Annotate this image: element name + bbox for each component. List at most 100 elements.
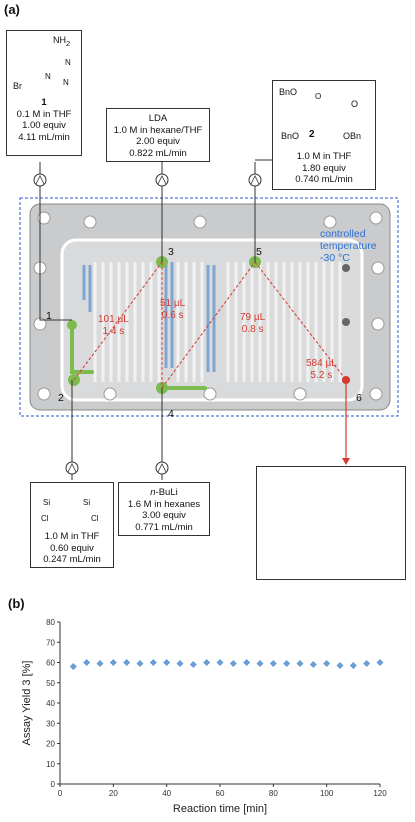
ring-n-label: N	[65, 58, 71, 67]
ketone-o-label: O	[351, 99, 359, 109]
meander-channels	[93, 262, 342, 382]
data-point	[176, 659, 184, 668]
x-tick-label: 100	[320, 789, 334, 798]
ring-o-label: O	[315, 92, 322, 101]
reagent-concentration: 0.1 M in THF	[16, 108, 72, 120]
data-point	[109, 658, 117, 667]
y-tick-label: 80	[46, 618, 55, 627]
reagent-concentration: 1.0 M in THF	[44, 531, 100, 542]
reagent-box-nbuli: n-BuLi 1.6 M in hexanes 3.00 equiv 0.771…	[118, 482, 210, 536]
data-point	[296, 659, 304, 668]
reagent-equiv: 0.60 equiv	[50, 542, 94, 554]
x-tick-label: 60	[216, 789, 225, 798]
data-point	[83, 658, 91, 667]
y-tick-label: 50	[46, 679, 55, 688]
data-point	[216, 658, 224, 667]
x-tick-label: 40	[162, 789, 171, 798]
reagent-flow-rate: 0.740 mL/min	[295, 174, 353, 185]
x-tick-label: 20	[109, 789, 118, 798]
port-number-2: 2	[58, 392, 64, 404]
reagent-concentration: 1.6 M in hexanes	[127, 498, 201, 510]
data-point	[309, 660, 317, 669]
data-point	[269, 659, 277, 668]
y-tick-label: 60	[46, 659, 55, 668]
compound-number-1: 1	[41, 97, 47, 108]
compound-number-2: 2	[309, 129, 315, 140]
reagent-name: LDA	[148, 113, 168, 124]
chart-points	[69, 658, 384, 671]
y-tick-label: 10	[46, 760, 55, 769]
chip-outlet-dot	[342, 264, 350, 272]
ring-n-label: N	[45, 72, 51, 81]
data-point	[323, 659, 331, 668]
si-label: Si	[43, 498, 51, 507]
data-point	[203, 658, 211, 667]
reagent-concentration: 1.0 M in THF	[296, 151, 352, 162]
data-point	[96, 659, 104, 668]
reagent-flow-rate: 0.771 mL/min	[135, 521, 193, 533]
pump-icon	[157, 175, 167, 185]
x-tick-label: 80	[269, 789, 278, 798]
port-number-3: 3	[168, 246, 174, 258]
product-arrow	[342, 458, 350, 465]
data-point	[189, 660, 197, 669]
feed-lines	[39, 159, 272, 480]
y-tick-label: 40	[46, 699, 55, 708]
bno-label: BnO	[281, 131, 300, 141]
data-point	[229, 659, 237, 668]
data-point	[69, 663, 77, 671]
pump-icon	[157, 463, 167, 473]
panel-a-label: (a)	[4, 2, 20, 17]
temperature-label: controlled temperature -30 °C	[320, 228, 377, 264]
bno-label: BnO	[279, 87, 298, 97]
reagent-equiv: 2.00 equiv	[136, 136, 180, 147]
port-number-5: 5	[256, 246, 262, 258]
data-point	[283, 659, 291, 668]
reagent-equiv: 1.80 equiv	[302, 162, 346, 174]
nh2-label: NH2	[53, 35, 71, 48]
reagent-equiv: 1.00 equiv	[22, 120, 66, 131]
data-point	[376, 658, 384, 667]
residence-paths	[73, 261, 347, 389]
y-tick-label: 0	[51, 780, 56, 789]
temperature-zone	[19, 197, 399, 417]
reagent-flow-rate: 0.822 mL/min	[129, 147, 187, 159]
pump-icon	[250, 175, 260, 185]
pump-icon	[35, 175, 45, 185]
y-tick-label: 70	[46, 638, 55, 647]
x-tick-label: 120	[373, 789, 387, 798]
data-point	[349, 662, 357, 670]
pump-icons	[33, 173, 262, 475]
data-point	[363, 659, 371, 668]
br-label: Br	[13, 81, 22, 91]
reagent-flow-rate: 0.247 mL/min	[43, 554, 101, 565]
ring-n-label: N	[63, 78, 69, 87]
reagent-box-1: NH2 Br N N N 1 0.1 M in THF 1.00 equiv 4…	[6, 30, 82, 156]
port-number-6: 6	[356, 392, 362, 404]
pump-icon	[67, 463, 77, 473]
reagent-flow-rate: 4.11 mL/min	[18, 131, 70, 143]
data-point	[256, 659, 264, 668]
x-tick-label: 0	[58, 789, 63, 798]
reagent-name: n-BuLi	[150, 487, 178, 498]
si-label: Si	[83, 498, 91, 507]
y-axis-label: Assay Yield 3 [%]	[21, 661, 33, 746]
y-tick-label: 20	[46, 740, 55, 749]
chip-outlet-dot	[342, 318, 350, 326]
data-point	[243, 658, 251, 667]
chip-holes	[33, 211, 385, 401]
reagent-concentration: 1.0 M in hexane/THF	[113, 124, 203, 136]
data-point	[123, 658, 131, 667]
port-number-1: 1	[46, 310, 52, 322]
panel-b-label: (b)	[8, 596, 25, 611]
data-point	[136, 659, 144, 668]
product-box	[256, 466, 406, 580]
port-number-4: 4	[168, 408, 174, 420]
obn-label: OBn	[343, 131, 362, 141]
reagent-box-lda: LDA 1.0 M in hexane/THF 2.00 equiv 0.822…	[106, 108, 210, 162]
